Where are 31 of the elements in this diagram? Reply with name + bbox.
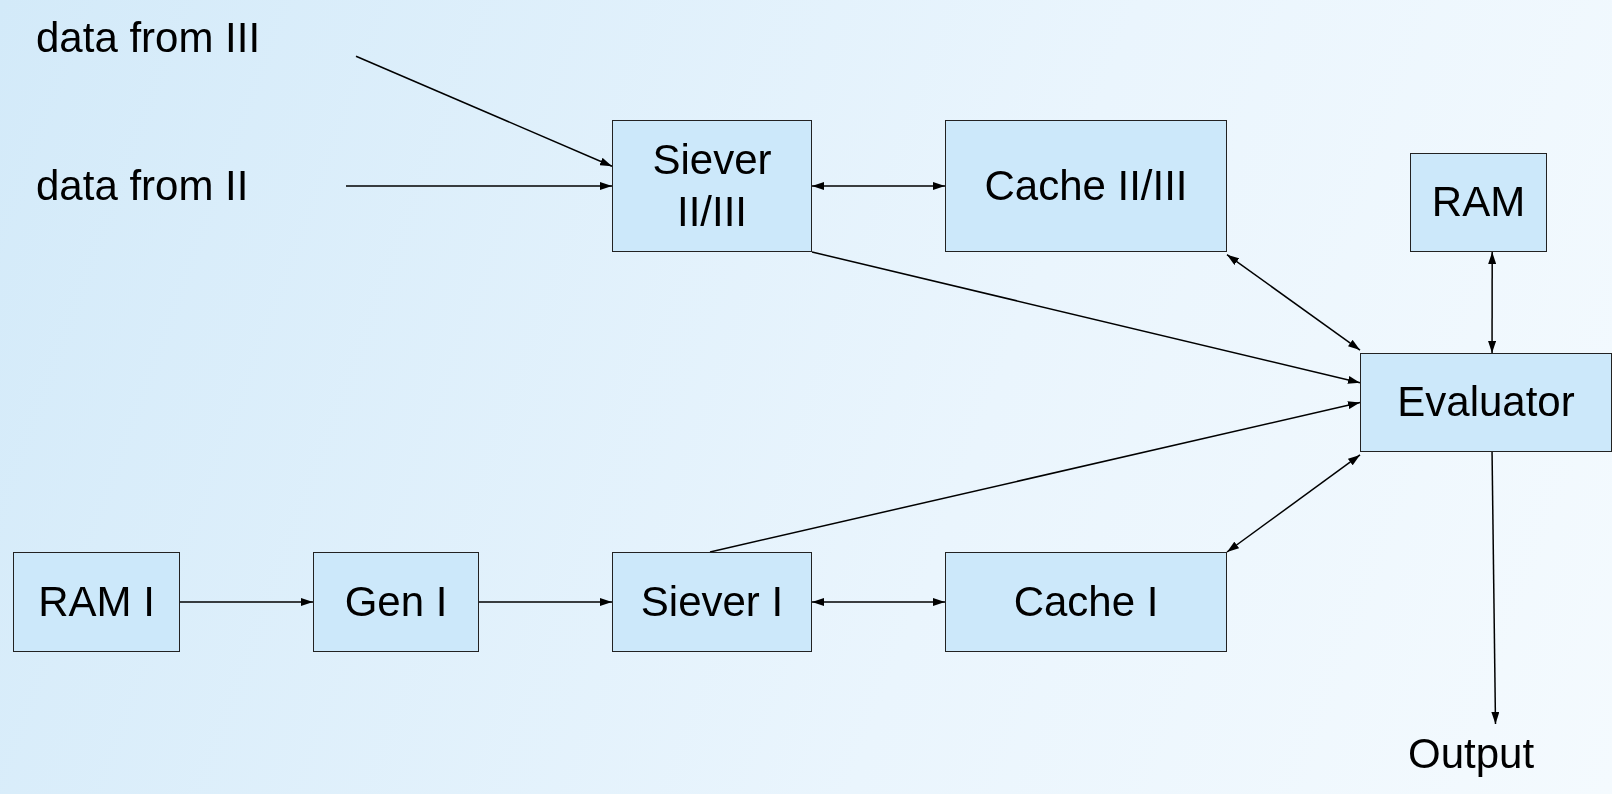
process-box bbox=[1360, 353, 1612, 452]
process-box bbox=[945, 120, 1227, 252]
box-label: RAM I bbox=[38, 576, 155, 627]
box-label: RAM bbox=[1431, 177, 1526, 228]
flow-label: Output bbox=[1408, 728, 1535, 779]
box-label: Cache II/III bbox=[984, 160, 1188, 211]
arrow bbox=[1226, 454, 1361, 553]
arrow bbox=[345, 182, 613, 190]
box-label: Evaluator bbox=[1397, 377, 1575, 428]
arrow bbox=[179, 598, 314, 606]
box-label: Siever II/III bbox=[651, 134, 773, 237]
arrow bbox=[709, 401, 1361, 553]
arrow bbox=[811, 251, 1361, 384]
box-label: Gen I bbox=[344, 576, 448, 627]
arrow bbox=[478, 598, 613, 606]
process-box bbox=[13, 552, 180, 652]
flow-label: data from II bbox=[36, 160, 249, 211]
arrow bbox=[811, 182, 946, 190]
process-box bbox=[612, 552, 812, 652]
arrow bbox=[1491, 451, 1500, 725]
arrow bbox=[1226, 253, 1361, 351]
process-box bbox=[1410, 153, 1547, 252]
arrow bbox=[811, 598, 946, 606]
process-box bbox=[612, 120, 812, 252]
arrow bbox=[355, 55, 613, 167]
box-label: Siever I bbox=[640, 576, 784, 627]
process-box bbox=[945, 552, 1227, 652]
process-box bbox=[313, 552, 479, 652]
arrow bbox=[1488, 251, 1497, 354]
box-label: Cache I bbox=[1013, 576, 1159, 627]
flow-label: data from III bbox=[36, 12, 261, 63]
